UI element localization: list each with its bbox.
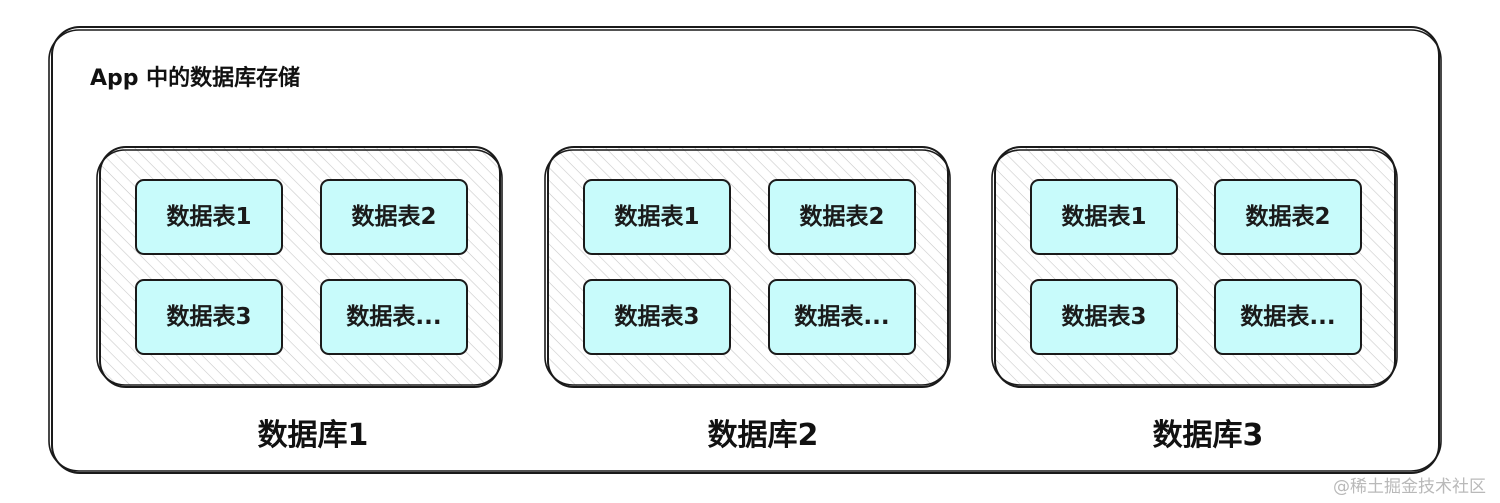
db3-table-2-box (1214, 179, 1362, 255)
db2-table-4-label: 数据表... (794, 304, 890, 330)
db2-table-3-box (583, 279, 731, 355)
database-box-3 (991, 146, 1398, 388)
db3-table-2-label: 数据表2 (1245, 204, 1331, 230)
db3-table-4-box (1214, 279, 1362, 355)
db3-table-3-label: 数据表3 (1061, 304, 1147, 330)
db1-table-4-label: 数据表... (346, 304, 442, 330)
database-box-2 (544, 146, 951, 388)
db1-table-2-box (320, 179, 468, 255)
db2-table-1-label: 数据表1 (614, 204, 700, 230)
database-box-1 (96, 146, 503, 388)
db3-table-3-box (1030, 279, 1178, 355)
db3-table-4-label: 数据表... (1240, 304, 1336, 330)
database-2-label: 数据库2 (707, 418, 819, 453)
db1-table-4-box (320, 279, 468, 355)
db3-table-1-box (1030, 179, 1178, 255)
db3-table-1-label: 数据表1 (1061, 204, 1147, 230)
database-3-label: 数据库3 (1152, 418, 1264, 453)
db1-table-3-label: 数据表3 (166, 304, 252, 330)
db2-table-2-label: 数据表2 (799, 204, 885, 230)
db2-table-2-box (768, 179, 916, 255)
db1-table-2-label: 数据表2 (351, 204, 437, 230)
container-title: App 中的数据库存储 (90, 66, 301, 91)
database-1-label: 数据库1 (257, 418, 369, 453)
db1-table-3-box (135, 279, 283, 355)
db2-table-1-box (583, 179, 731, 255)
db1-table-1-label: 数据表1 (166, 204, 252, 230)
db2-table-3-label: 数据表3 (614, 304, 700, 330)
watermark: @稀土掘金技术社区 (1333, 477, 1486, 497)
db1-table-1-box (135, 179, 283, 255)
db2-table-4-box (768, 279, 916, 355)
